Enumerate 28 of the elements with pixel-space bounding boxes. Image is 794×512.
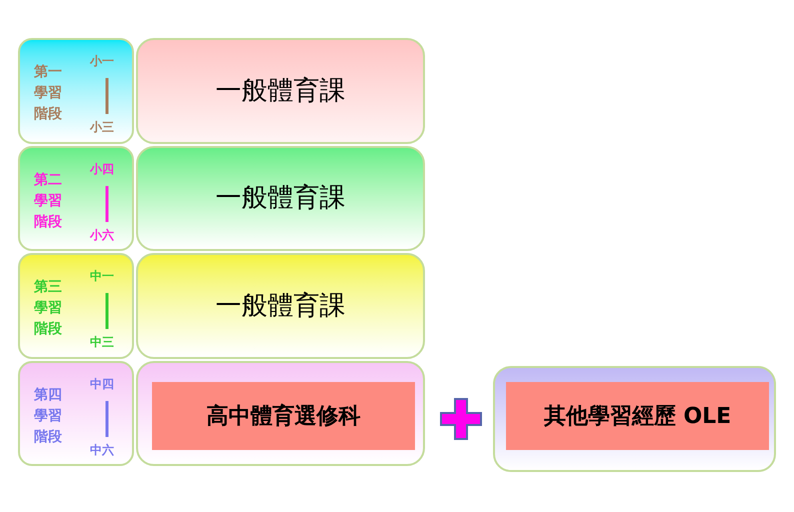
grade-end: 中三 <box>90 334 114 351</box>
stage-label: 第四學習階段 <box>34 386 63 447</box>
course-title: 一般體育課 <box>216 74 346 108</box>
stage-label: 第二學習階段 <box>34 171 63 232</box>
grade-start: 小四 <box>90 161 114 178</box>
course-title: 其他學習經歷 OLE <box>544 402 732 430</box>
stage-box <box>18 361 134 466</box>
course-box <box>136 146 425 251</box>
course-title: 一般體育課 <box>216 182 346 215</box>
course-panel <box>493 366 776 472</box>
stage-box <box>18 146 134 251</box>
course-box <box>506 382 769 450</box>
grade-start: 小一 <box>90 53 114 70</box>
grade-start: 中一 <box>90 268 114 285</box>
stage-box <box>18 253 134 359</box>
course-box <box>136 38 425 144</box>
course-panel <box>136 361 425 466</box>
stage-label: 第三學習階段 <box>34 278 63 339</box>
course-title: 一般體育課 <box>216 290 346 322</box>
grade-end: 小六 <box>90 227 114 244</box>
grade-start: 中四 <box>90 376 114 393</box>
course-box <box>136 253 425 359</box>
grade-end: 小三 <box>90 119 114 136</box>
stage-label: 第一學習階段 <box>34 63 63 124</box>
grade-end: 中六 <box>90 442 114 459</box>
course-box <box>152 382 415 450</box>
stage-box <box>18 38 134 144</box>
course-title: 高中體育選修科 <box>206 402 360 430</box>
